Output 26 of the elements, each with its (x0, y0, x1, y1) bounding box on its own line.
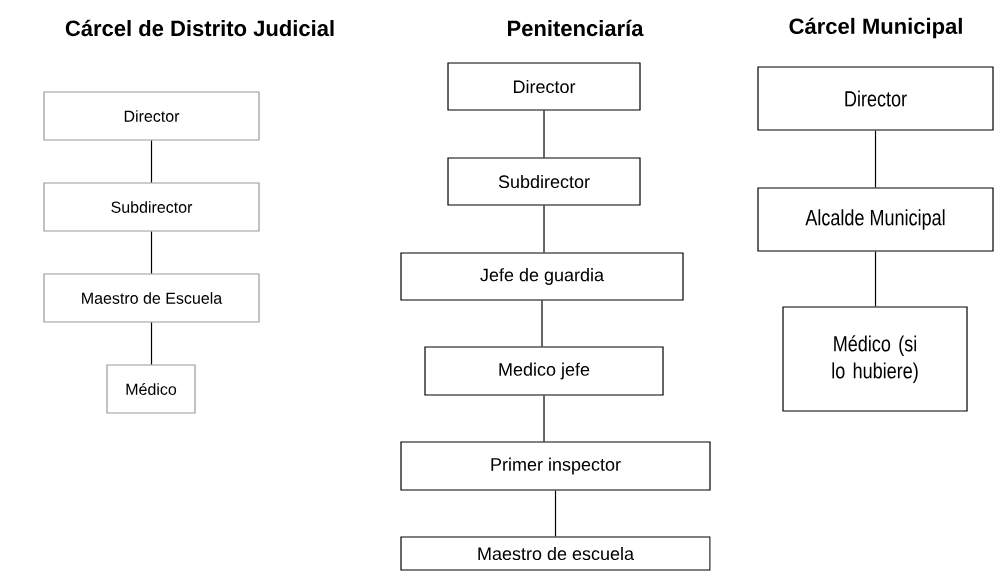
org-box: Director (447, 62, 641, 111)
column-heading: Penitenciaría (508, 19, 644, 37)
column-heading: Cárcel de Distrito Judicial (65, 19, 334, 37)
org-box: Medico jefe (424, 346, 664, 396)
org-box: Primer inspector (400, 441, 711, 491)
connector-line (554, 490, 557, 537)
connector-line (541, 300, 543, 347)
org-box: Subdirector (447, 157, 641, 206)
connector-line (150, 140, 153, 183)
org-box: Director (43, 91, 260, 141)
connector-line (874, 130, 877, 188)
org-box: Subdirector (43, 182, 260, 232)
connector-line (543, 395, 545, 442)
org-box: Jefe de guardia (400, 252, 684, 301)
org-box: Maestro de Escuela (43, 273, 260, 323)
org-box: Médico (106, 364, 196, 414)
org-box: Maestro de escuela (400, 536, 711, 571)
connector-line (543, 205, 545, 253)
connector-line (150, 322, 153, 365)
org-box: Alcalde Municipal (757, 187, 994, 252)
column-heading: Cárcel Municipal (789, 17, 962, 39)
connector-line (150, 231, 153, 274)
connector-line (874, 251, 877, 307)
org-box: Médico (si lo hubiere) (782, 306, 968, 412)
connector-line (543, 110, 545, 158)
org-box: Director (757, 66, 994, 131)
